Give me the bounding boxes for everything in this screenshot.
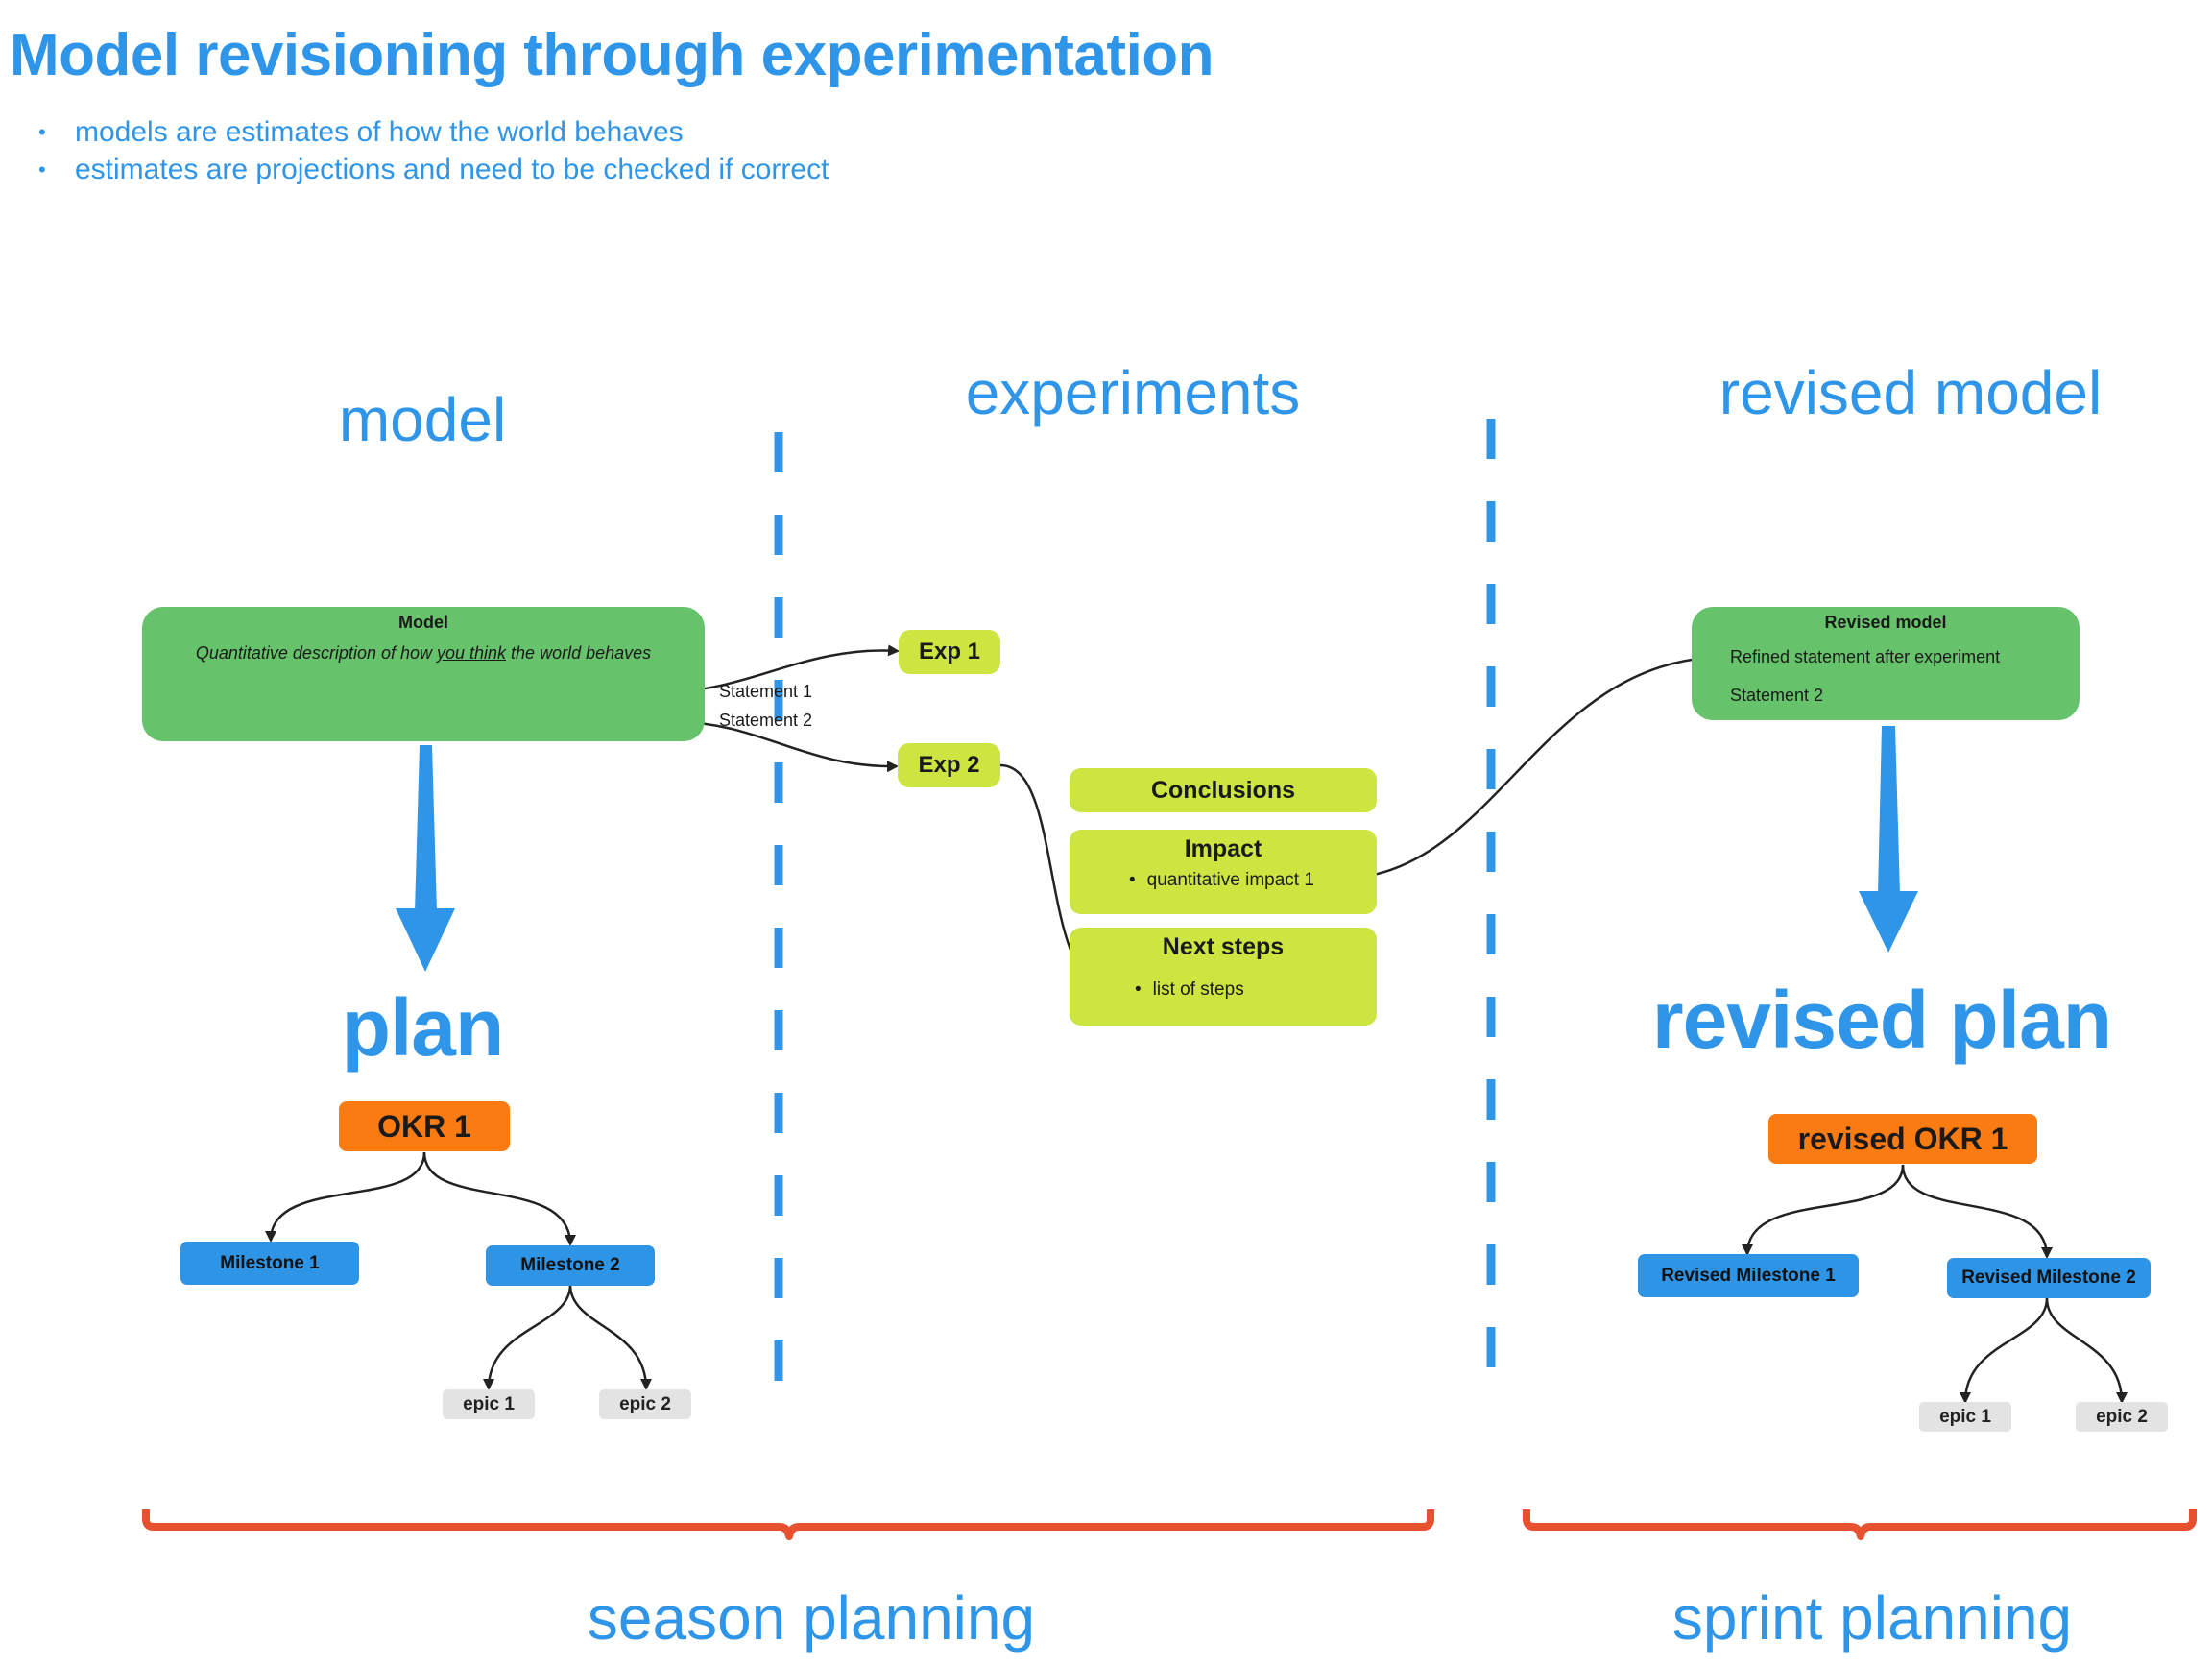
exp-1-box: Exp 1 xyxy=(899,630,1000,674)
revised-model-box: Revised model Refined statement after ex… xyxy=(1692,607,2080,720)
okr-to-milestone-1-connector xyxy=(265,1151,426,1243)
intro-bullet-1: models are estimates of how the world be… xyxy=(38,113,829,151)
model-box-title: Model xyxy=(398,613,448,632)
epic-2-box: epic 2 xyxy=(599,1389,691,1419)
okr-box: OKR 1 xyxy=(339,1101,510,1151)
revised-model-to-revised-plan-arrow xyxy=(1859,726,1918,953)
revised-milestone-2-to-epic-1-connector xyxy=(1960,1297,2049,1404)
next-steps-bullet-text: list of steps xyxy=(1152,979,1244,1000)
season-planning-brace xyxy=(142,1509,1434,1540)
season-planning-label: season planning xyxy=(587,1583,1036,1653)
milestone-2-box: Milestone 2 xyxy=(486,1245,655,1286)
revised-epic-2-box: epic 2 xyxy=(2076,1402,2168,1432)
next-steps-box: Next steps •list of steps xyxy=(1070,928,1377,1026)
plan-heading: plan xyxy=(341,982,505,1073)
revised-okr-box: revised OKR 1 xyxy=(1768,1114,2037,1164)
model-description-emphasis: you think xyxy=(437,643,507,663)
revised-epic-1-box: epic 1 xyxy=(1919,1402,2011,1432)
epic-1-box: epic 1 xyxy=(443,1389,535,1419)
impact-bullet: •quantitative impact 1 xyxy=(1129,870,1314,890)
model-to-plan-arrow xyxy=(396,745,455,972)
model-box-description: Quantitative description of how you thin… xyxy=(142,643,705,664)
milestone-2-to-epic-2-connector xyxy=(568,1284,652,1390)
model-box: Model Quantitative description of how yo… xyxy=(142,607,812,741)
conclusions-title: Conclusions xyxy=(1150,776,1295,804)
model-statement-2: Statement 2 xyxy=(718,711,812,730)
revised-model-statement-2: Statement 2 xyxy=(1730,686,1824,705)
next-steps-title: Next steps xyxy=(1162,933,1285,960)
conclusions-box: Conclusions xyxy=(1070,768,1377,812)
sprint-planning-brace xyxy=(1523,1509,2197,1540)
model-description-pre: Quantitative description of how xyxy=(195,643,437,663)
next-steps-bullet: •list of steps xyxy=(1135,979,1244,1000)
impact-to-revised-model-connector xyxy=(1337,651,1730,881)
revised-okr-to-revised-milestone-2-connector xyxy=(1901,1164,2053,1259)
impact-bullet-text: quantitative impact 1 xyxy=(1146,870,1314,890)
revised-plan-heading: revised plan xyxy=(1651,975,2112,1065)
revised-milestone-1-box: Revised Milestone 1 xyxy=(1638,1254,1859,1297)
revised-model-box-title: Revised model xyxy=(1824,613,1947,632)
milestone-1-box: Milestone 1 xyxy=(180,1242,359,1285)
impact-title: Impact xyxy=(1184,835,1262,862)
intro-bullet-2: estimates are projections and need to be… xyxy=(38,151,829,188)
revised-okr-to-revised-milestone-1-connector xyxy=(1742,1164,1905,1256)
model-description-post: the world behaves xyxy=(506,643,652,663)
impact-box: Impact •quantitative impact 1 xyxy=(1070,830,1377,914)
revised-model-statement-1: Refined statement after experiment xyxy=(1730,647,2001,666)
revised-milestone-2-to-epic-2-connector xyxy=(2045,1297,2128,1404)
model-statement-1: Statement 1 xyxy=(718,682,812,701)
statement-2-to-exp-2-connector xyxy=(677,720,899,773)
exp-2-box: Exp 2 xyxy=(898,743,1000,787)
okr-to-milestone-2-connector xyxy=(422,1151,576,1246)
milestone-2-to-epic-1-connector xyxy=(483,1284,572,1390)
page-title: Model revisioning through experimentatio… xyxy=(10,22,1214,88)
revised-model-column-heading: revised model xyxy=(1719,358,2103,427)
model-column-heading: model xyxy=(338,385,507,454)
sprint-planning-label: sprint planning xyxy=(1671,1583,2073,1653)
intro-bullet-list: models are estimates of how the world be… xyxy=(38,113,829,188)
revised-milestone-2-box: Revised Milestone 2 xyxy=(1947,1258,2151,1298)
experiments-column-heading: experiments xyxy=(965,358,1301,427)
